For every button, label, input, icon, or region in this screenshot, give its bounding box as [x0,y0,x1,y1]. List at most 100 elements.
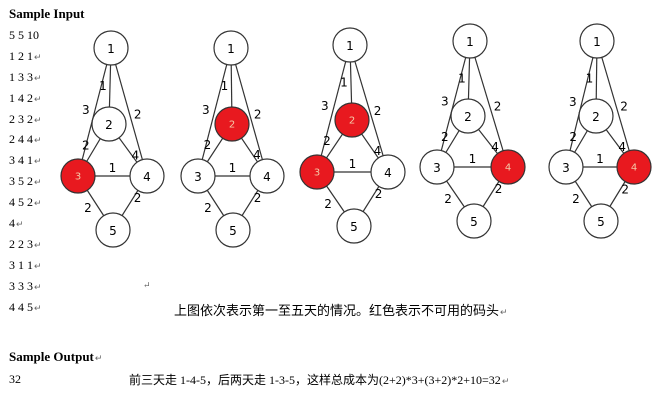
edge-1-3 [197,47,232,177]
dock-node [213,30,249,66]
edge-1-3 [77,47,112,177]
dock-node [419,149,455,185]
input-line: 3 1 1↵ [9,257,42,272]
dock-node [215,212,251,248]
edge-cost-label: 3 [202,103,210,117]
dock-node [452,23,488,59]
input-line: 4 5 2↵ [9,195,42,210]
dock-node-label: 2 [105,118,113,132]
edge-cost-label: 1 [596,152,604,166]
edge-1-4 [469,40,509,168]
edge-cost-label: 2 [495,182,503,196]
dock-node [332,27,368,63]
dock-node [95,212,131,248]
input-line: 4↵ [9,216,24,231]
edge-cost-label: 2 [444,192,452,206]
input-line: 3 3 3↵ [9,278,42,293]
input-line: 3 5 2↵ [9,174,42,189]
dock-node-label: 2 [229,120,235,131]
dock-node-label: 5 [229,224,237,238]
dock-node-label: 3 [194,170,202,184]
edge-1-3 [565,40,598,168]
unavailable-dock-node [334,102,370,138]
dock-node-label: 4 [143,170,151,184]
edge-cost-label: 2 [134,191,142,205]
edge-1-3 [436,40,471,168]
edge-cost-label: 2 [569,130,577,144]
input-line: 1 2 1↵ [9,48,42,63]
unavailable-dock-node [490,149,526,185]
dock-node-label: 1 [227,42,235,56]
dock-node-label: 1 [593,35,601,49]
dock-node [456,203,492,239]
dock-node [336,208,372,244]
edge-cost-label: 1 [109,161,117,175]
sample-input-lines: 5 5 10 1 2 1↵ 1 3 3↵ 1 4 2↵ 2 3 2↵ 2 4 4… [9,25,51,317]
edge-cost-label: 1 [99,79,107,93]
dock-node [579,23,615,59]
dock-node-label: 3 [75,172,81,183]
dock-node-label: 2 [592,110,600,124]
edge-cost-label: 2 [572,192,580,206]
edge-cost-label: 3 [569,95,577,109]
edge-cost-label: 2 [134,107,142,121]
dock-node [91,106,127,142]
dock-node-label: 3 [433,161,441,175]
dock-node-label: 5 [597,215,605,229]
input-line: 2 4 4↵ [9,132,42,147]
input-line: 1 3 3↵ [9,69,42,84]
edge-cost-label: 2 [254,107,262,121]
unavailable-dock-node [299,154,335,190]
edge-1-4 [110,47,148,177]
dock-node-label: 5 [470,215,478,229]
input-line: 1 4 2↵ [9,90,42,105]
dock-node-label: 5 [350,220,358,234]
dock-node-label: 3 [314,168,320,179]
edge-cost-label: 4 [491,140,499,154]
edge-cost-label: 2 [374,104,382,118]
edge-cost-label: 3 [82,103,90,117]
dock-node-label: 5 [109,224,117,238]
dock-node-label: 2 [349,116,355,127]
edge-cost-label: 4 [374,144,382,158]
dock-node-label: 1 [346,39,354,53]
edge-1-3 [316,44,351,173]
edge-cost-label: 2 [441,130,449,144]
edge-cost-label: 2 [324,197,332,211]
dock-node [249,158,285,194]
sample-output-explanation: 前三天走 1-4-5，后两天走 1-3-5，这样总成本为(2+2)*3+(3+2… [129,373,510,387]
unavailable-dock-node [60,158,96,194]
edge-cost-label: 2 [323,134,331,148]
dock-node [93,30,129,66]
input-line: 2 3 2↵ [9,111,42,126]
dock-node-label: 3 [562,161,570,175]
sample-output-value: 32 [9,372,21,386]
edge-cost-label: 2 [494,100,502,114]
edge-cost-label: 1 [469,152,477,166]
dock-node-label: 4 [263,170,271,184]
dock-node [370,154,406,190]
dock-node [583,203,619,239]
sample-input-heading: Sample Input [9,6,85,21]
dock-node-label: 4 [384,166,392,180]
dock-node-label: 2 [464,110,472,124]
edge-cost-label: 3 [441,95,449,109]
dock-node-label: 1 [107,42,115,56]
edge-cost-label: 4 [131,148,139,162]
edge-cost-label: 3 [321,99,329,113]
dock-node [129,158,165,194]
dock-node [578,98,614,134]
edge-cost-label: 2 [621,182,629,196]
edge-cost-label: 1 [458,72,466,86]
dock-node [180,158,216,194]
edge-cost-label: 2 [254,191,262,205]
edge-1-4 [349,44,389,173]
edge-1-4 [596,40,635,168]
edge-cost-label: 2 [375,187,383,201]
edge-cost-label: 2 [84,201,92,215]
diagram-caption: 上图依次表示第一至五天的情况。红色表示不可用的码头↵ [174,303,508,318]
dock-node-label: 4 [631,163,637,174]
